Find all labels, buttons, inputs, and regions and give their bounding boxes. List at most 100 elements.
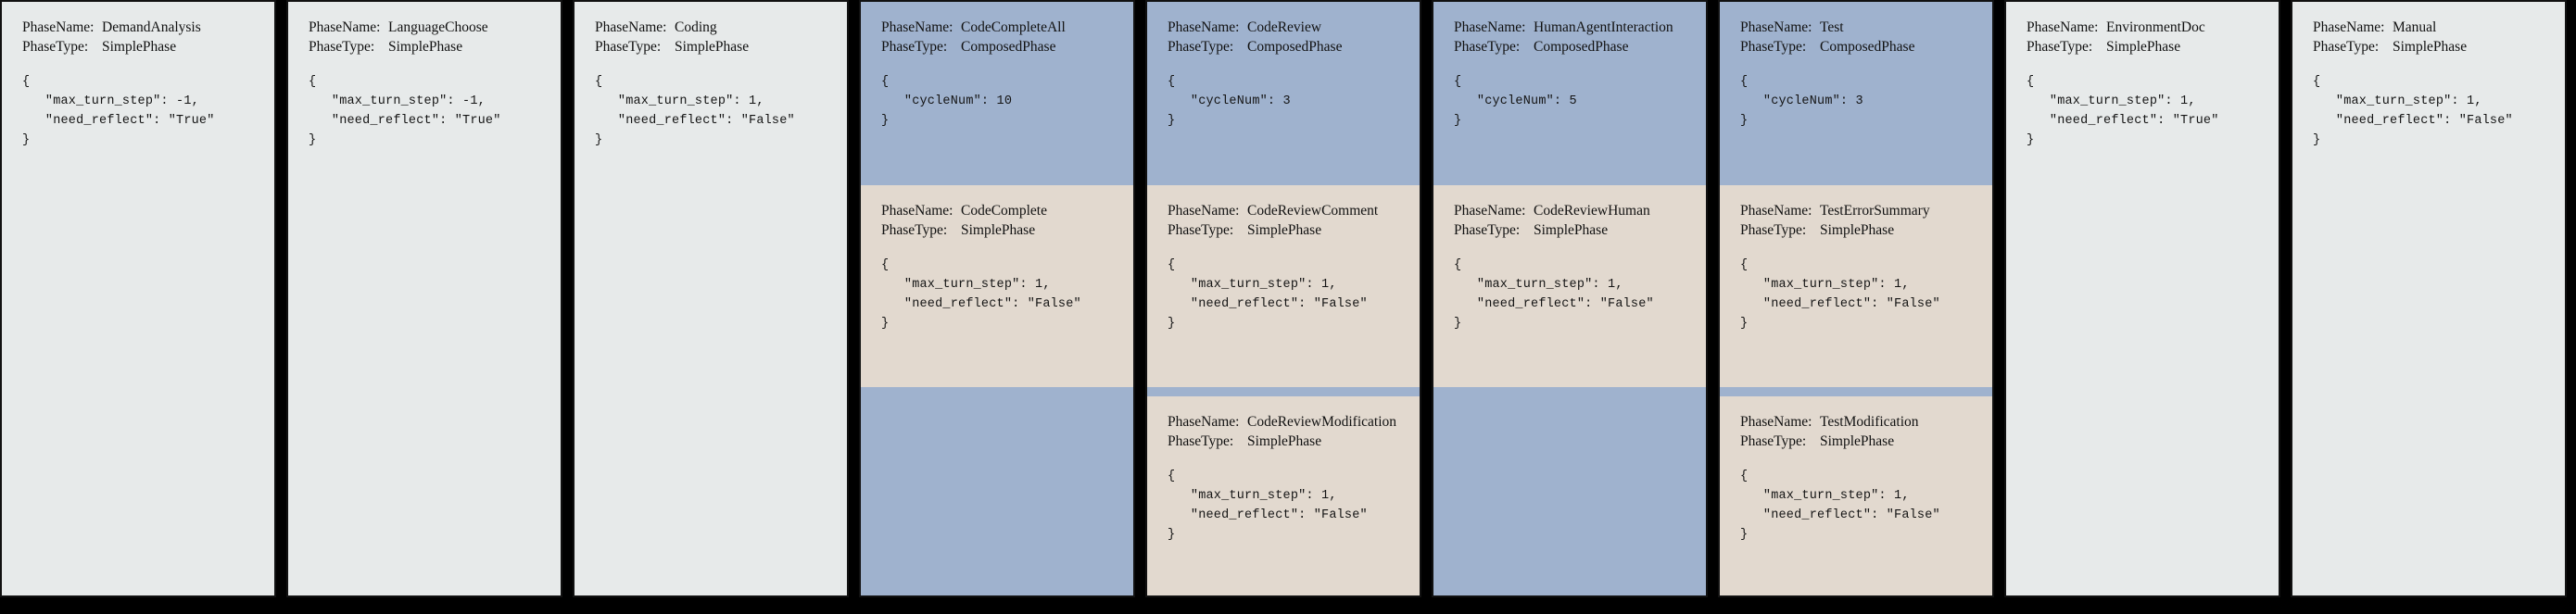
- phase-meta-row: PhaseName:CodeReviewModification: [1168, 413, 1407, 432]
- phase-name-label: PhaseName:: [1454, 19, 1526, 35]
- phase-meta-row: PhaseName: CodeCompleteAll: [881, 19, 1120, 37]
- phase-type-value: SimplePhase: [675, 39, 750, 56]
- phase-type-value: SimplePhase: [1820, 222, 1895, 239]
- phase-type-value: ComposedPhase: [1247, 39, 1343, 56]
- phase-meta-row: PhaseName:Manual: [2313, 19, 2552, 37]
- phase-meta-row: PhaseName:EnvironmentDoc: [2027, 19, 2266, 37]
- phase-name-value: LanguageChoose: [388, 19, 488, 35]
- phase-meta-row: PhaseName:LanguageChoose: [309, 19, 548, 37]
- phase-name-value: CodeCompleteAll: [961, 19, 1066, 35]
- phase-meta-row: PhaseName:TestErrorSummary: [1740, 202, 1979, 220]
- phase-config-json: { "max_turn_step": 1, "need_reflect": "F…: [1454, 257, 1654, 332]
- phase-name-value: CodeReviewComment: [1247, 203, 1379, 219]
- phase-type-value: SimplePhase: [1534, 222, 1609, 239]
- phase-type-value: SimplePhase: [1247, 433, 1322, 450]
- phase-type-value: ComposedPhase: [961, 39, 1056, 56]
- phase-config-json: { "max_turn_step": 1, "need_reflect": "F…: [1168, 257, 1368, 332]
- phase-name-label: PhaseName:: [1168, 414, 1240, 430]
- phase-meta-row: PhaseType: SimplePhase: [1740, 221, 1979, 240]
- phase-config-json: { "cycleNum": 5 }: [1454, 74, 1577, 128]
- sub-phase-divider: [1147, 387, 1420, 396]
- phase-meta-row: PhaseType:SimplePhase: [2313, 38, 2552, 56]
- phase-type-label: PhaseType:: [1740, 39, 1807, 56]
- phase-type-label: PhaseType:: [1454, 39, 1521, 56]
- phase-config-json: { "max_turn_step": -1, "need_reflect": "…: [22, 74, 215, 148]
- phase-type-label: PhaseType:: [881, 222, 948, 239]
- phase-config-json: { "max_turn_step": 1, "need_reflect": "F…: [881, 257, 1081, 332]
- phase-name-label: PhaseName:: [1168, 19, 1240, 35]
- phase-config-json: { "max_turn_step": 1, "need_reflect": "T…: [2027, 74, 2219, 148]
- phase-type-value: SimplePhase: [2106, 39, 2181, 56]
- phase-meta-row: PhaseType: ComposedPhase: [1168, 38, 1407, 56]
- phase-type-label: PhaseType:: [22, 39, 89, 56]
- phase-meta-row: PhaseName:HumanAgentInteraction: [1454, 19, 1693, 37]
- phase-type-value: SimplePhase: [961, 222, 1036, 239]
- phase-type-value: SimplePhase: [1247, 222, 1322, 239]
- phase-name-value: EnvironmentDoc: [2106, 19, 2205, 35]
- phase-meta-row: PhaseName:Test: [1740, 19, 1979, 37]
- phase-config-json: { "max_turn_step": 1, "need_reflect": "F…: [1740, 257, 1940, 332]
- phase-name-value: Test: [1820, 19, 1844, 35]
- phase-name-value: CodeReviewHuman: [1534, 203, 1650, 219]
- phase-type-label: PhaseType:: [2027, 39, 2093, 56]
- phase-name-label: PhaseName:: [881, 19, 953, 35]
- phase-meta-row: PhaseType: SimplePhase: [22, 38, 261, 56]
- phase-name-value: CodeComplete: [961, 203, 1047, 219]
- phase-name-value: TestModification: [1820, 414, 1919, 430]
- phase-meta-row: PhaseType: SimplePhase: [1168, 221, 1407, 240]
- phase-meta-row: PhaseType: ComposedPhase: [881, 38, 1120, 56]
- phase-name-label: PhaseName:: [595, 19, 667, 35]
- phase-type-label: PhaseType:: [1740, 433, 1807, 450]
- phase-type-label: PhaseType:: [881, 39, 948, 56]
- phase-config-json: { "cycleNum": 10 }: [881, 74, 1013, 128]
- phase-meta-row: PhaseName: CodeReview: [1168, 19, 1407, 37]
- phase-config-json: { "max_turn_step": 1, "need_reflect": "F…: [2313, 74, 2513, 148]
- phase-name-label: PhaseName:: [881, 203, 953, 219]
- phase-type-value: SimplePhase: [102, 39, 177, 56]
- phase-type-label: PhaseType:: [595, 39, 662, 56]
- phase-type-value: SimplePhase: [388, 39, 463, 56]
- phase-name-label: PhaseName:: [1454, 203, 1526, 219]
- phase-name-value: Coding: [675, 19, 717, 35]
- phase-type-value: ComposedPhase: [1820, 39, 1915, 56]
- phase-config-json: { "max_turn_step": 1, "need_reflect": "F…: [1740, 469, 1940, 543]
- phase-type-value: ComposedPhase: [1534, 39, 1629, 56]
- phase-config-json: { "max_turn_step": 1, "need_reflect": "F…: [1168, 469, 1368, 543]
- phase-meta-row: PhaseType:SimplePhase: [1168, 432, 1407, 451]
- phase-meta-row: PhaseName: CodeReviewHuman: [1454, 202, 1693, 220]
- phase-type-label: PhaseType:: [1740, 222, 1807, 239]
- phase-name-label: PhaseName:: [1168, 203, 1240, 219]
- composed-phase-filler: [1433, 387, 1706, 595]
- phase-type-label: PhaseType:: [2313, 39, 2380, 56]
- phase-config-json: { "cycleNum": 3 }: [1740, 74, 1863, 128]
- phase-name-value: TestErrorSummary: [1820, 203, 1930, 219]
- phase-name-label: PhaseName:: [2313, 19, 2385, 35]
- phase-type-label: PhaseType:: [1168, 222, 1234, 239]
- phase-name-label: PhaseName:: [1740, 414, 1812, 430]
- phase-config-json: { "max_turn_step": -1, "need_reflect": "…: [309, 74, 501, 148]
- phase-type-label: PhaseType:: [1168, 39, 1234, 56]
- phase-name-value: CodeReview: [1247, 19, 1322, 35]
- phase-meta-row: PhaseType: SimplePhase: [595, 38, 834, 56]
- phase-meta-row: PhaseType:SimplePhase: [309, 38, 548, 56]
- phase-meta-row: PhaseName:DemandAnalysis: [22, 19, 261, 37]
